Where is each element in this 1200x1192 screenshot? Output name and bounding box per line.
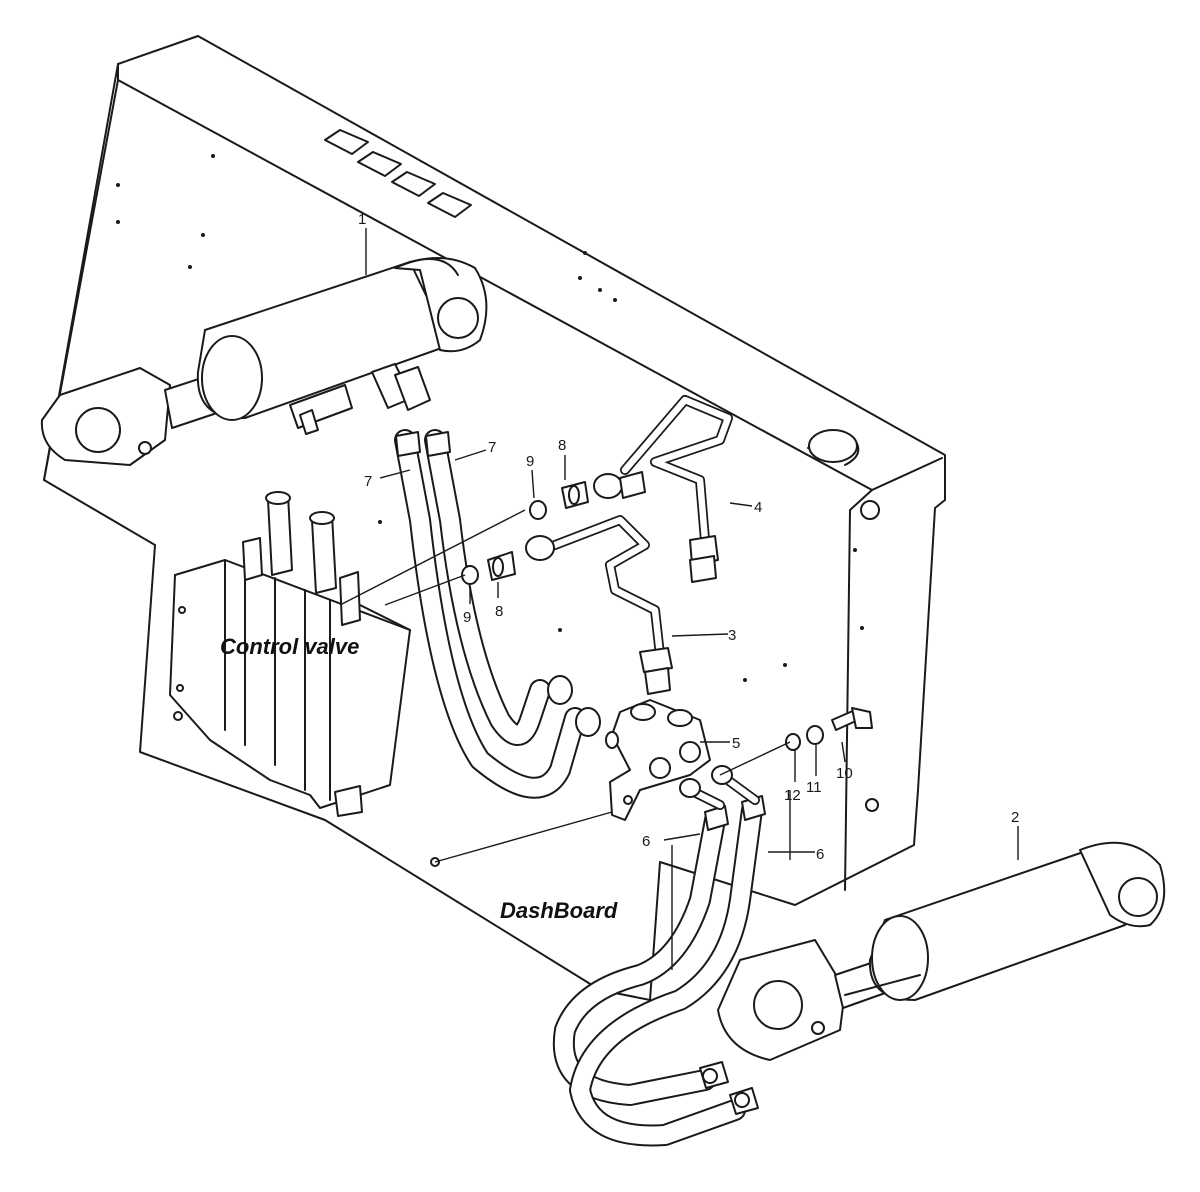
fitting-group-upper bbox=[529, 471, 646, 520]
callout-8b: 8 bbox=[495, 603, 503, 620]
callout-7a: 7 bbox=[364, 473, 372, 490]
control-valve bbox=[169, 491, 411, 817]
hose-6-pair bbox=[552, 765, 766, 1147]
callout-2: 2 bbox=[1011, 809, 1019, 826]
tube-4 bbox=[620, 395, 733, 583]
callout-5: 5 bbox=[732, 735, 740, 752]
callout-11: 11 bbox=[806, 779, 822, 796]
callout-12: 12 bbox=[784, 787, 801, 804]
hydraulic-cylinder-2 bbox=[699, 841, 1166, 1115]
fitting-group-lower bbox=[461, 535, 555, 585]
callout-6b: 6 bbox=[816, 846, 824, 863]
callout-6a: 6 bbox=[642, 833, 650, 850]
callout-1: 1 bbox=[358, 211, 366, 228]
callout-9a: 9 bbox=[526, 453, 534, 470]
callout-7b: 7 bbox=[488, 439, 496, 456]
callout-3: 3 bbox=[728, 627, 736, 644]
callout-9b: 9 bbox=[463, 609, 471, 626]
hydraulic-cylinder-1 bbox=[40, 257, 488, 466]
distribution-block-5 bbox=[605, 699, 711, 821]
callout-labels: 1 2 3 4 5 6 6 7 7 8 8 9 9 10 11 12 Contr… bbox=[220, 211, 1019, 923]
bolt-group bbox=[785, 707, 873, 751]
control-valve-label: Control valve bbox=[220, 634, 359, 659]
dashboard-label: DashBoard bbox=[500, 898, 618, 923]
dashboard-panel bbox=[43, 35, 946, 1001]
tube-3 bbox=[550, 515, 673, 695]
callout-4: 4 bbox=[754, 499, 762, 516]
leader-lines bbox=[339, 228, 1019, 970]
callout-10: 10 bbox=[836, 765, 853, 782]
hose-7-pair bbox=[394, 429, 601, 799]
callout-8a: 8 bbox=[558, 437, 566, 454]
